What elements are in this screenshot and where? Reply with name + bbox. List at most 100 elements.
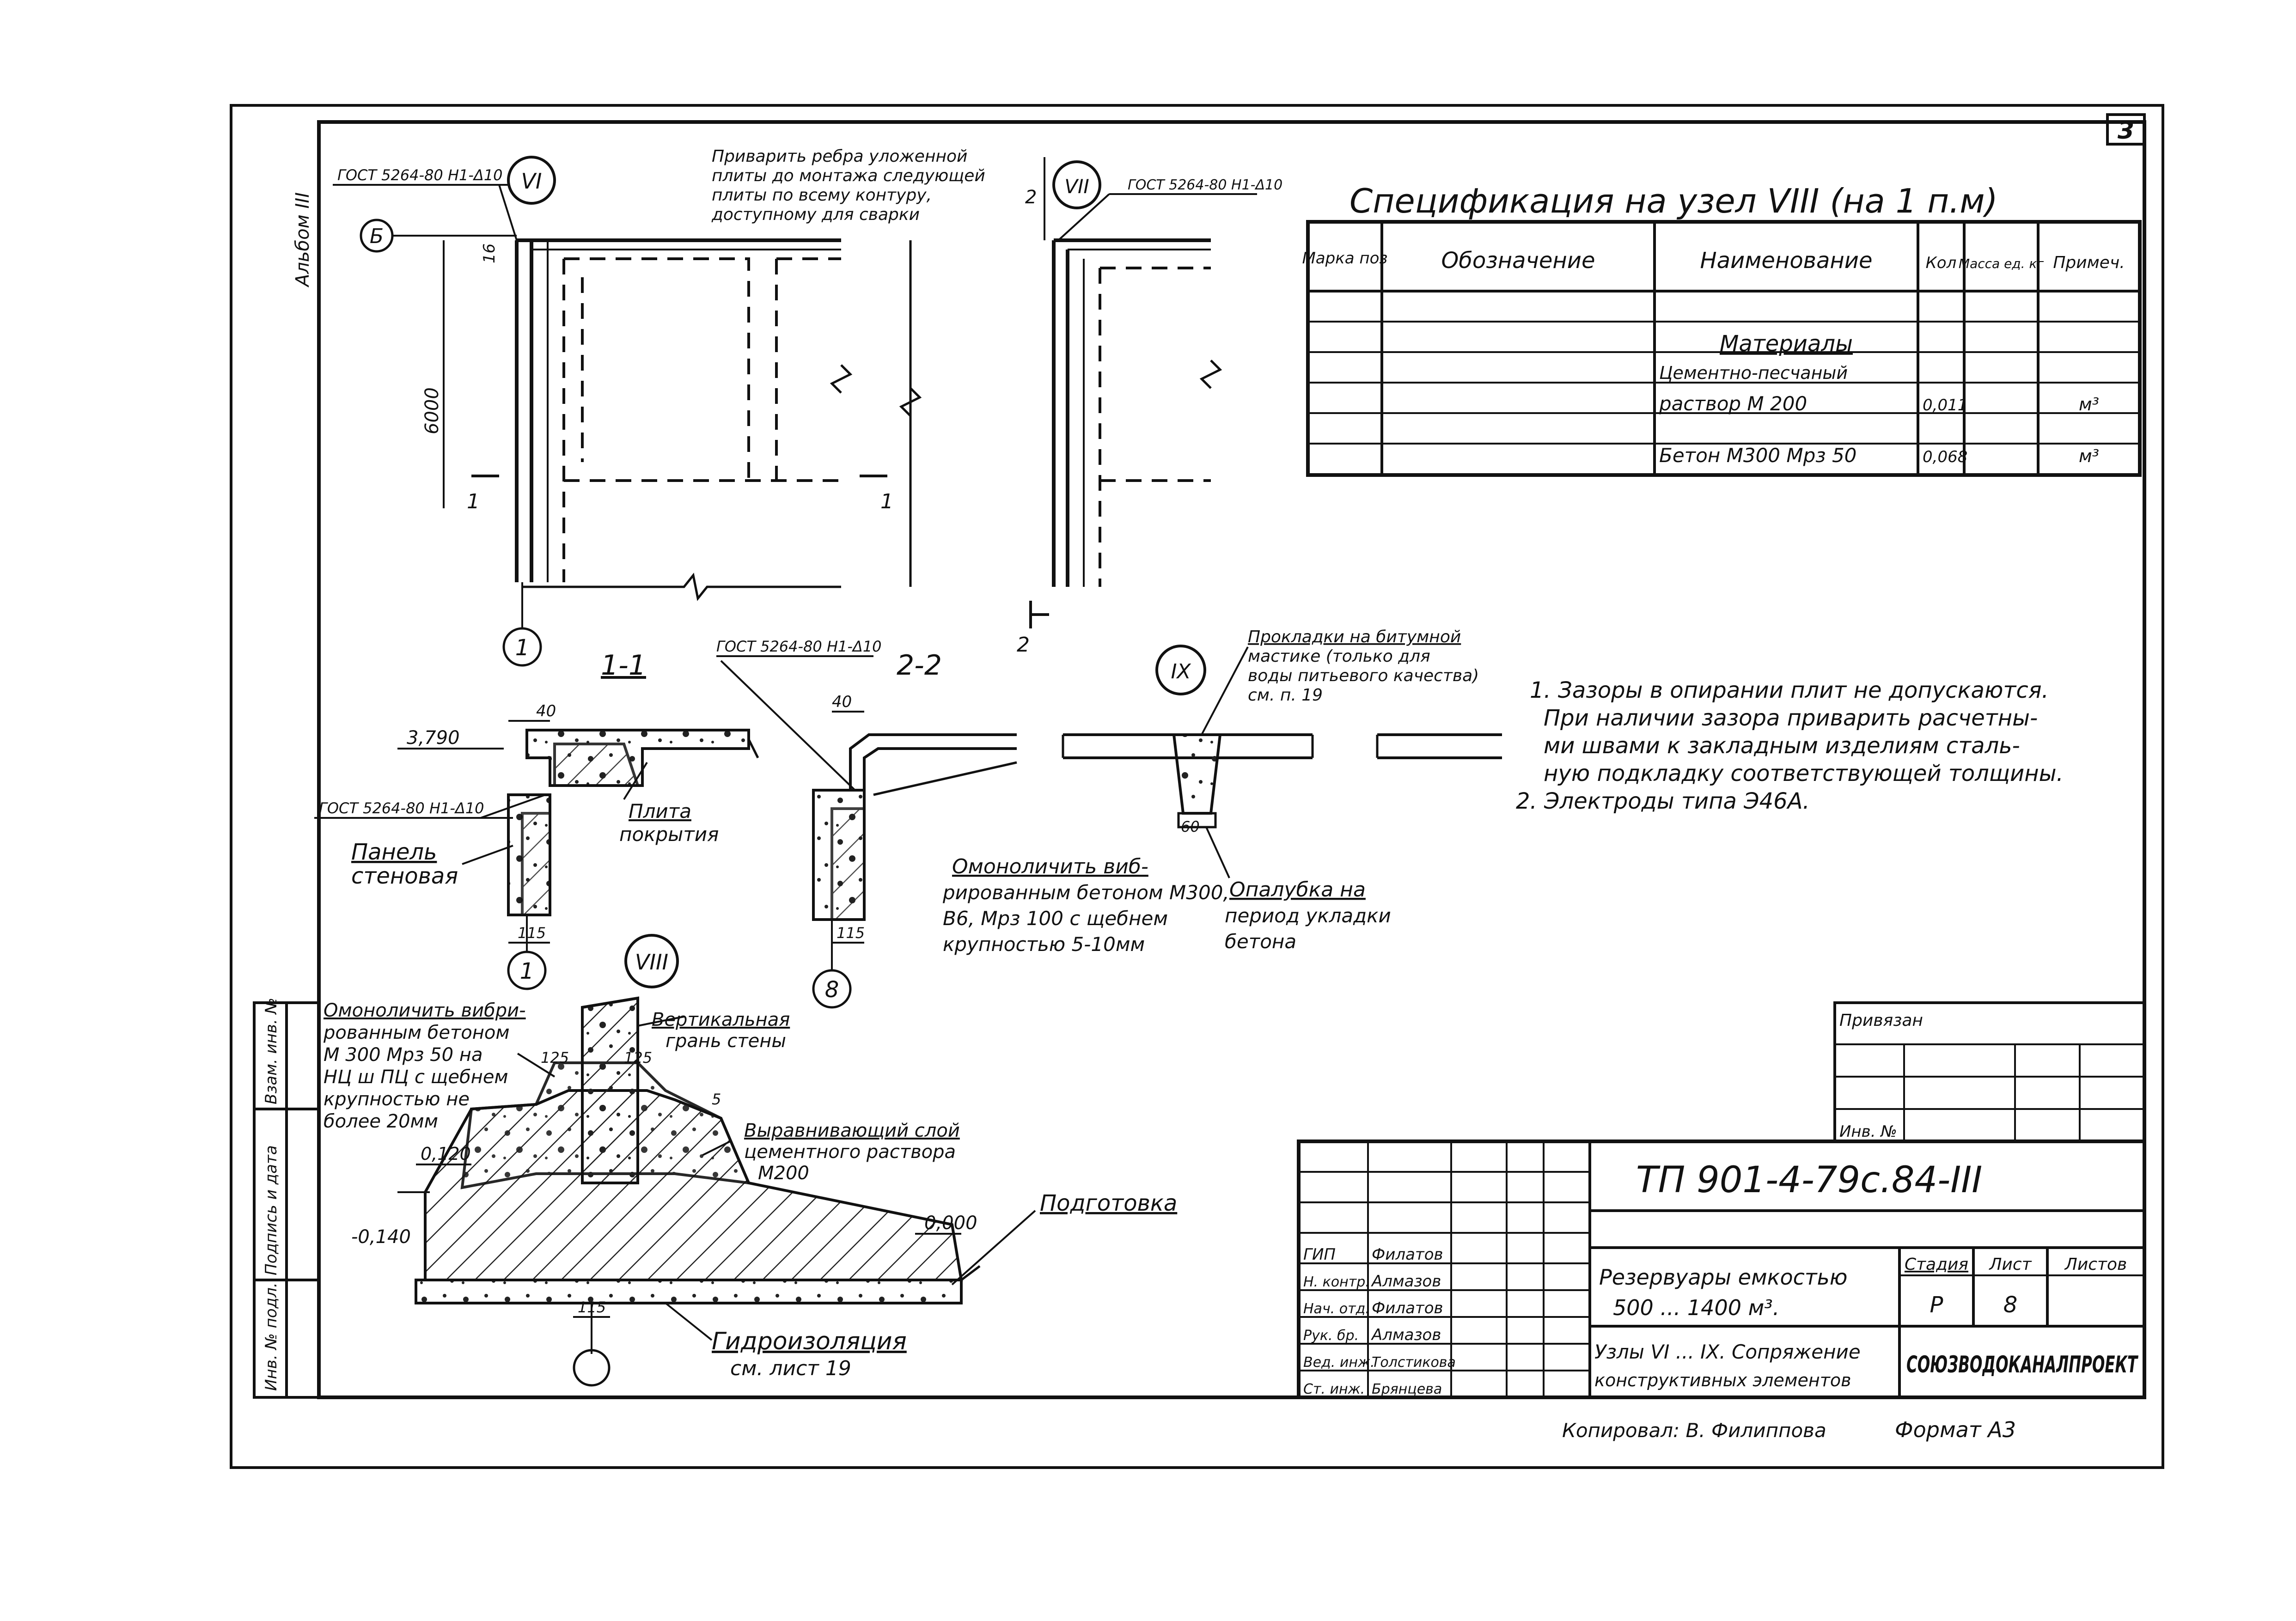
- section-2-2: 2-2 ГОСТ 5264-80 Н1-Δ10 40 115 8 Омоноли…: [716, 638, 1229, 1009]
- page-number: 3: [2118, 117, 2134, 145]
- node-vi-bubble: [507, 156, 556, 205]
- role-1: ГИП: [1303, 1245, 1336, 1264]
- general-notes: 1. Зазоры в опирании плит не допускаются…: [1516, 677, 2064, 814]
- gasket-line-1: Прокладки на битумной: [1248, 628, 1461, 646]
- attached-label: Привязан: [1839, 1011, 1923, 1030]
- preparation-label: Подготовка: [1040, 1190, 1177, 1216]
- weld-note-vii: ГОСТ 5264-80 Н1-Δ10: [1128, 177, 1282, 193]
- section-1-1-title: 1-1: [601, 649, 646, 682]
- formwork-line-1: Опалубка на: [1229, 878, 1366, 902]
- slab-line-1: Плита: [629, 800, 691, 823]
- weld-instr-line-4: доступному для сварки: [711, 205, 920, 224]
- cut-2: 2: [1017, 633, 1030, 657]
- axis-viii-bubble: [573, 1349, 611, 1387]
- role-2: Н. контр.: [1303, 1274, 1370, 1290]
- stage-value: Р: [1930, 1292, 1943, 1318]
- node-viii-label: VIII: [635, 950, 668, 975]
- weld-note-vi: ГОСТ 5264-80 Н1-Δ10: [337, 166, 503, 184]
- gasket-line-3: воды питьевого качества): [1248, 666, 1479, 685]
- dim-40-22: 40: [832, 693, 852, 711]
- weld-note-11: ГОСТ 5264-80 Н1-Δ10: [319, 799, 484, 817]
- note-line-2: При наличии зазора приварить расчетны-: [1544, 705, 2038, 731]
- monolith-22-line-4: крупностью 5-10мм: [943, 933, 1145, 956]
- dim-125a: 125: [541, 1049, 569, 1066]
- leveling-line-1: Выравнивающий слой: [744, 1120, 960, 1141]
- gasket-line-2: мастике (только для: [1248, 647, 1430, 666]
- spec-header-designation: Обозначение: [1441, 248, 1595, 274]
- dim-5: 5: [712, 1091, 721, 1108]
- cut-1-left: 1: [467, 490, 480, 513]
- spec-title: Спецификация на узел VIII (на 1 п.м): [1350, 182, 1998, 220]
- vertical-face-line-2: грань стены: [666, 1030, 786, 1052]
- monolith-viii-line-6: более 20мм: [324, 1111, 438, 1132]
- vertical-face-line-1: Вертикальная: [652, 1009, 790, 1030]
- spec-row-4-name: Цементно-песчаный: [1659, 363, 1848, 383]
- note-line-5: 2. Электроды типа Э46А.: [1516, 788, 1810, 814]
- role-5: Вед. инж.: [1303, 1354, 1375, 1371]
- monolith-22-line-1: Омоноличить виб-: [952, 855, 1148, 878]
- leveling-line-3: М200: [758, 1163, 809, 1184]
- name-1: Филатов: [1372, 1245, 1443, 1264]
- dim-115-11: 115: [518, 924, 546, 942]
- stamp-inv: Инв. № подл.: [262, 1282, 281, 1391]
- monolith-viii-line-3: М 300 Мрз 50 на: [324, 1044, 482, 1066]
- dim-115-22: 115: [837, 924, 865, 942]
- node-ix-bubble: [1155, 645, 1206, 695]
- level-0120: 0,120: [421, 1144, 471, 1164]
- node-viii-bubble: [624, 934, 679, 988]
- spec-row-3-name: Материалы: [1720, 331, 1853, 357]
- formwork-line-3: бетона: [1225, 930, 1296, 953]
- spec-header-mass: Масса ед. кг: [1959, 256, 2044, 271]
- spec-header-mark: Марка поз: [1302, 249, 1387, 268]
- spec-table: Спецификация на узел VIII (на 1 п.м) Мар…: [1302, 182, 2142, 477]
- level-0000: 0,000: [924, 1213, 977, 1234]
- doc-code: ТП 901-4-79с.84-III: [1636, 1159, 1982, 1201]
- axis-b-bubble: [360, 219, 394, 253]
- name-5: Толстикова: [1372, 1354, 1456, 1371]
- weld-instr-line-1: Приварить ребра уложенной: [712, 147, 967, 166]
- spec-row-6-note: м³: [2079, 446, 2099, 466]
- plan-view: Б 1 6000 16 1 1 2 2 VI ГОСТ 5264-80 Н1-Δ…: [333, 147, 1282, 667]
- section-1-1: 1-1 40 3,790 ГОСТ 5264-80 Н1-Δ10 Плита п…: [314, 649, 759, 990]
- copied-by: Копировал: В. Филиппова: [1562, 1419, 1826, 1442]
- axis-8-bubble: [812, 969, 852, 1009]
- stamp-replace: Взам. инв. №: [262, 998, 281, 1104]
- stamp-sign: Подпись и дата: [262, 1145, 281, 1275]
- formwork-line-2: период укладки: [1225, 904, 1391, 927]
- axis-1-bubble: [502, 627, 542, 667]
- note-line-3: ми швами к закладным изделиям сталь-: [1544, 733, 2020, 759]
- project-line-2: 500 ... 1400 м³.: [1613, 1295, 1779, 1320]
- slab-line-2: покрытия: [619, 823, 719, 846]
- name-2: Алмазов: [1371, 1272, 1441, 1291]
- node-vi-label: VI: [521, 169, 542, 194]
- spec-header-name: Наименование: [1700, 248, 1872, 274]
- monolith-viii-line-2: рованным бетоном: [323, 1022, 510, 1043]
- panel-line-2: стеновая: [351, 863, 458, 889]
- spec-row-5-qty: 0,011: [1923, 396, 1967, 414]
- project-line-1: Резервуары емкостью: [1599, 1265, 1848, 1290]
- monolith-viii-line-5: крупностью не: [324, 1089, 470, 1110]
- role-4: Рук. бр.: [1303, 1328, 1359, 1344]
- role-6: Ст. инж.: [1303, 1381, 1365, 1397]
- node-ix-label: IX: [1171, 660, 1191, 683]
- sheet-header: Лист: [1988, 1255, 2032, 1274]
- role-3: Нач. отд.: [1303, 1301, 1370, 1317]
- attached-inv: Инв. №: [1839, 1122, 1897, 1141]
- node-vii-bubble: [1052, 160, 1101, 209]
- name-6: Брянцева: [1372, 1381, 1442, 1397]
- side-stamp: Инв. № подл. Подпись и дата Взам. инв. №: [253, 998, 320, 1399]
- note-line-4: ную подкладку соответствующей толщины.: [1544, 761, 2064, 786]
- axis-1-label: 1: [515, 635, 530, 661]
- format-label: Формат А3: [1895, 1417, 2016, 1442]
- sheets-header: Листов: [2064, 1255, 2127, 1274]
- note-line-1: 1. Зазоры в опирании плит не допускаются…: [1530, 677, 2049, 703]
- name-3: Филатов: [1372, 1299, 1443, 1317]
- level-m040: -0,140: [351, 1226, 411, 1248]
- spec-header-qty: Кол: [1926, 254, 1957, 272]
- sheet-value: 8: [2003, 1292, 2018, 1318]
- cut-1-right: 1: [880, 490, 893, 513]
- gasket-line-4: см. п. 19: [1248, 686, 1323, 705]
- level-3790: 3,790: [407, 727, 460, 749]
- section-2-2-title: 2-2: [897, 649, 942, 682]
